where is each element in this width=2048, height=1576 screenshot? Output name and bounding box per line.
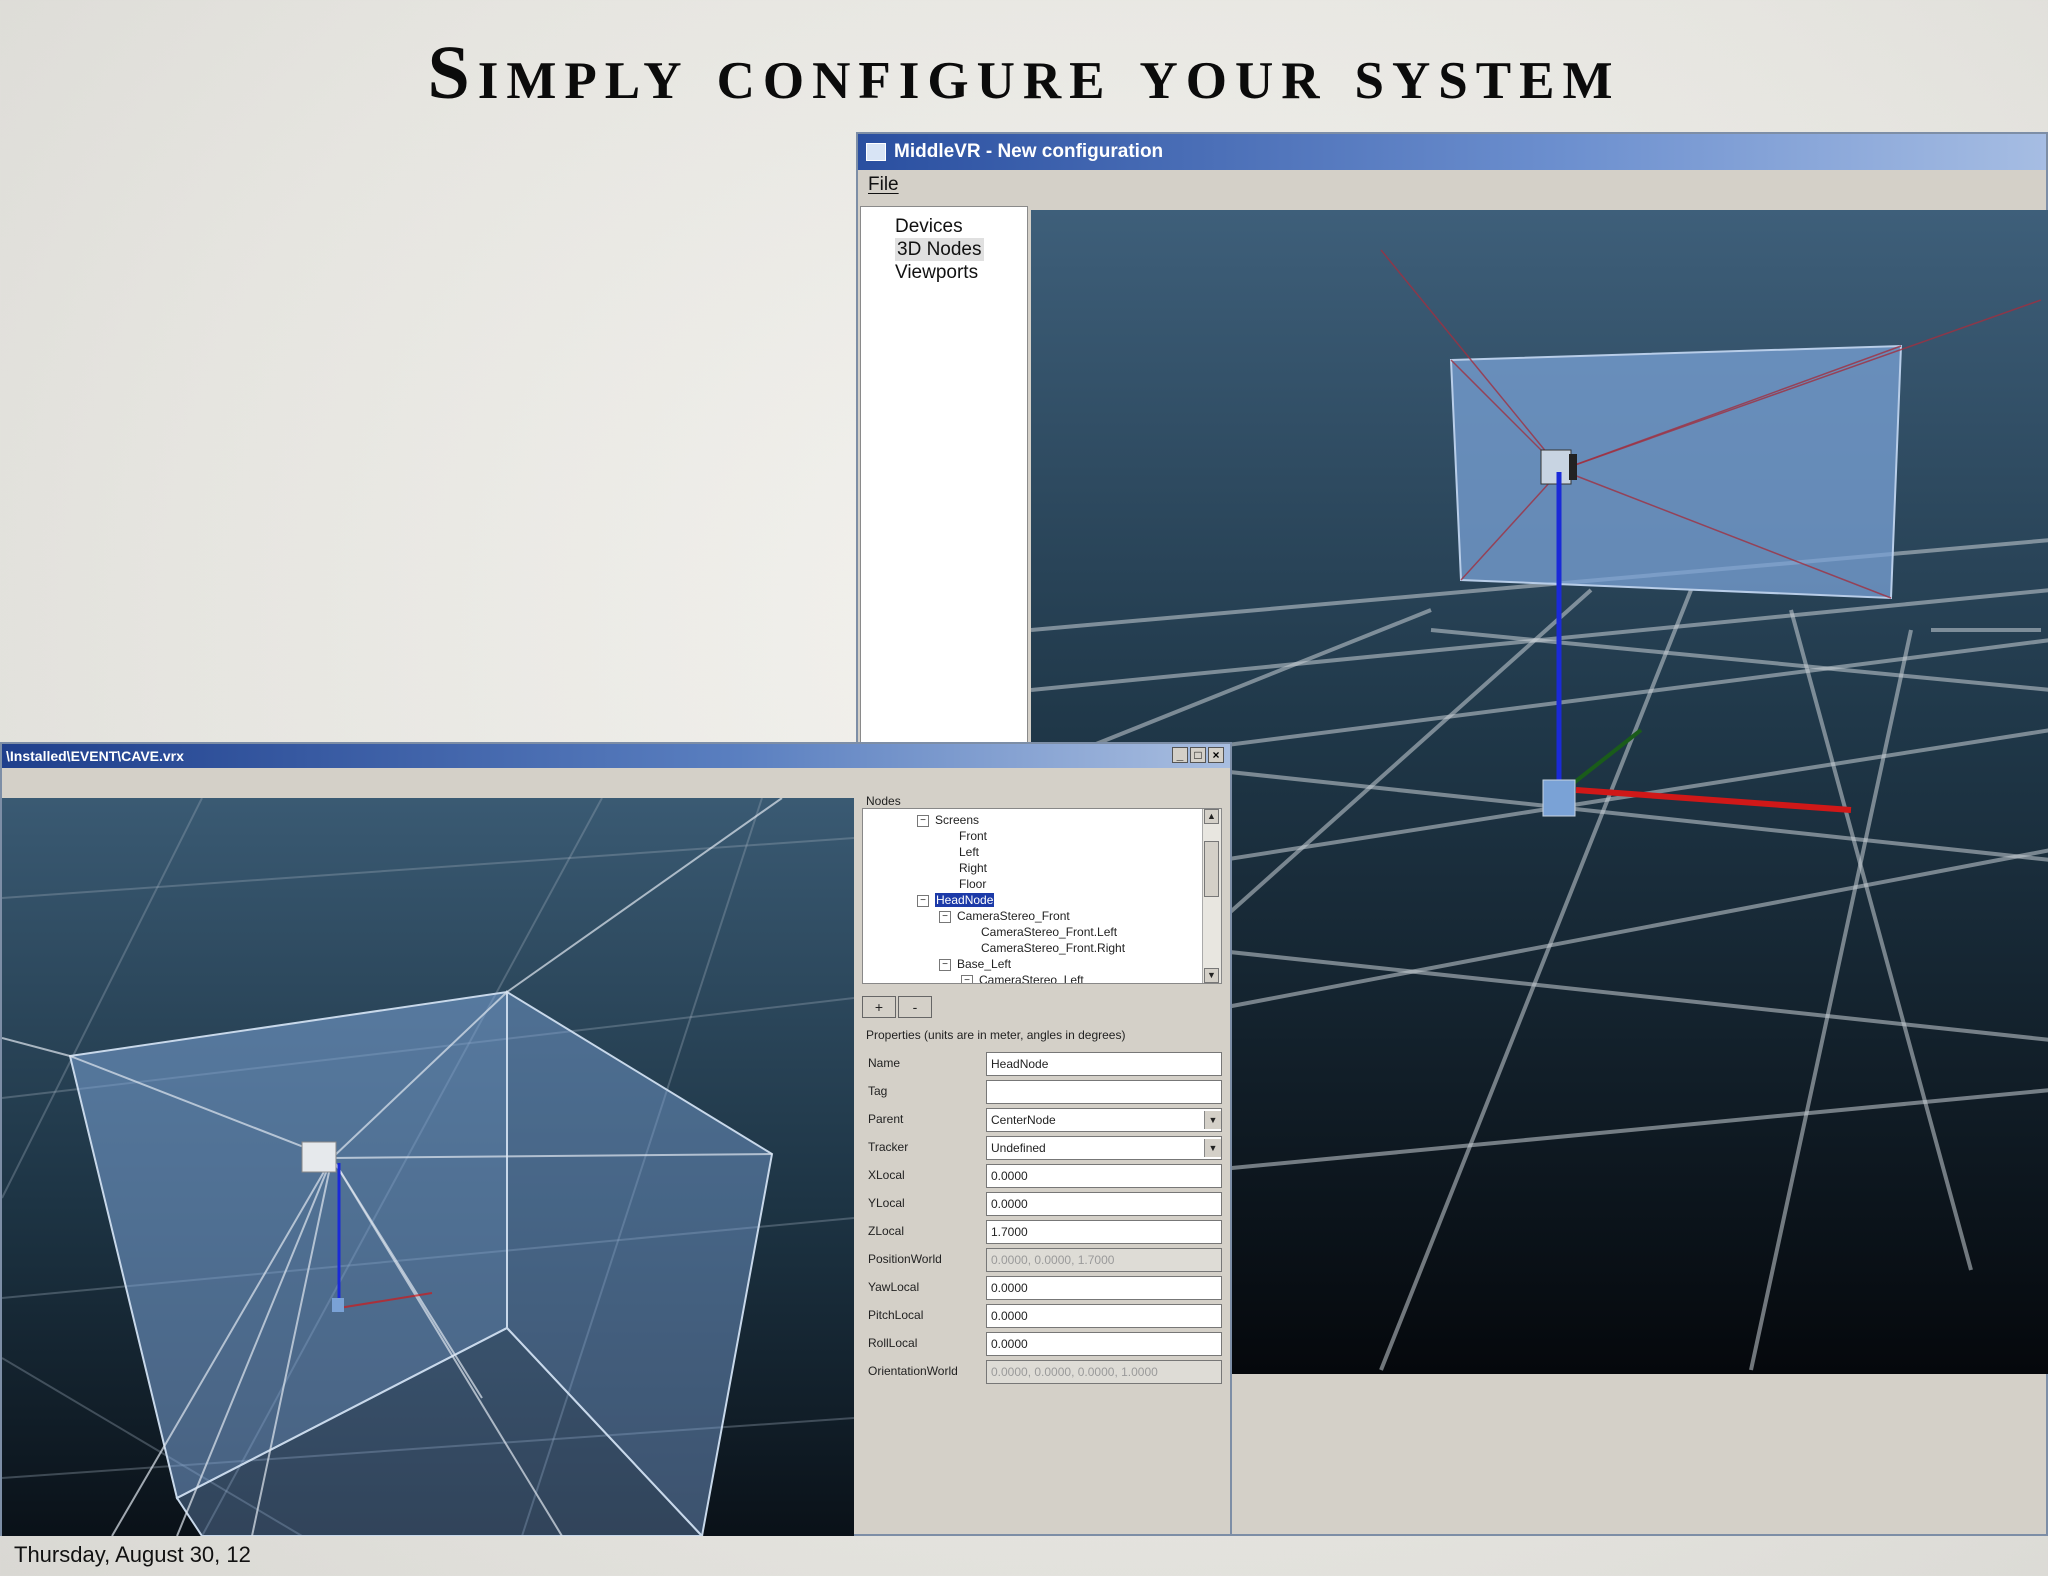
xlocal-field[interactable]: 0.0000 <box>986 1164 1222 1188</box>
scroll-up-icon[interactable]: ▲ <box>1204 809 1219 824</box>
dropdown-arrow-icon[interactable]: ▼ <box>1204 1139 1221 1157</box>
camera-cube <box>1540 449 1572 485</box>
cave-window: \Installed\EVENT\CAVE.vrx _ □ × <box>0 742 1232 1536</box>
menu-file[interactable]: File <box>868 174 899 195</box>
cave-3d-viewport[interactable] <box>2 798 854 1536</box>
cave-window-titlebar[interactable]: \Installed\EVENT\CAVE.vrx _ □ × <box>2 744 1230 768</box>
collapse-icon[interactable]: − <box>917 894 929 907</box>
tree-node-screens[interactable]: −Screens <box>917 813 979 828</box>
maximize-button[interactable]: □ <box>1190 747 1206 763</box>
collapse-icon[interactable]: − <box>939 958 951 971</box>
tree-node-camerastereo-left[interactable]: −CameraStereo_Left <box>961 973 1084 983</box>
prop-row-tag: Tag <box>860 1078 1226 1106</box>
zlocal-field[interactable]: 1.7000 <box>986 1220 1222 1244</box>
scroll-thumb[interactable] <box>1204 841 1219 897</box>
pitchlocal-field[interactable]: 0.0000 <box>986 1304 1222 1328</box>
menu-bar: File <box>858 170 2046 200</box>
screen-plane <box>1449 344 1903 600</box>
node-tree[interactable]: −Screens Front Left Right Floor −HeadNod… <box>862 808 1222 984</box>
tree-node-floor[interactable]: Floor <box>959 877 987 891</box>
tree-scrollbar[interactable]: ▲ ▼ <box>1202 809 1221 983</box>
parent-select[interactable]: CenterNode▼ <box>986 1108 1222 1132</box>
slide-title: Simply configure your system <box>427 31 1621 115</box>
ylocal-field[interactable]: 0.0000 <box>986 1192 1222 1216</box>
main-window-titlebar[interactable]: MiddleVR - New configuration <box>858 134 2046 170</box>
nav-item-3d-nodes[interactable]: 3D Nodes <box>895 238 984 261</box>
nodes-group-label: Nodes <box>866 794 901 808</box>
head-node-cube <box>1542 779 1576 817</box>
close-button[interactable]: × <box>1208 747 1224 763</box>
footer-date: Thursday, August 30, 12 <box>14 1542 251 1567</box>
add-node-button[interactable]: + <box>862 996 896 1018</box>
tag-field[interactable] <box>986 1080 1222 1104</box>
tree-node-right[interactable]: Right <box>959 861 988 875</box>
tracker-select[interactable]: Undefined▼ <box>986 1136 1222 1160</box>
yawlocal-field[interactable]: 0.0000 <box>986 1276 1222 1300</box>
remove-node-button[interactable]: - <box>898 996 932 1018</box>
dropdown-arrow-icon[interactable]: ▼ <box>1204 1111 1221 1129</box>
axis-y-line <box>1569 728 1643 787</box>
nav-item-devices[interactable]: Devices <box>895 216 963 237</box>
orientationworld-field: 0.0000, 0.0000, 0.0000, 1.0000 <box>986 1360 1222 1384</box>
tree-node-camerastereo-front-right[interactable]: CameraStereo_Front.Right <box>981 941 1126 955</box>
positionworld-field: 0.0000, 0.0000, 1.7000 <box>986 1248 1222 1272</box>
tree-node-base-left[interactable]: −Base_Left <box>939 957 1011 972</box>
scroll-down-icon[interactable]: ▼ <box>1204 968 1219 983</box>
cave-window-title: \Installed\EVENT\CAVE.vrx <box>6 748 184 764</box>
rolllocal-field[interactable]: 0.0000 <box>986 1332 1222 1356</box>
tree-node-headnode[interactable]: −HeadNode <box>917 893 995 908</box>
collapse-icon[interactable]: − <box>917 814 929 827</box>
tree-node-front[interactable]: Front <box>959 829 988 843</box>
properties-panel: Nodes −Screens Front Left Right Floor −H… <box>856 770 1232 1536</box>
app-icon <box>866 143 886 161</box>
minimize-button[interactable]: _ <box>1172 747 1188 763</box>
tree-node-left[interactable]: Left <box>959 845 980 859</box>
tree-node-camerastereo-front-left[interactable]: CameraStereo_Front.Left <box>981 925 1118 939</box>
tree-node-camerastereo-front[interactable]: −CameraStereo_Front <box>939 909 1070 924</box>
main-window-title: MiddleVR - New configuration <box>894 141 1164 162</box>
name-field[interactable]: HeadNode <box>986 1052 1222 1076</box>
collapse-icon[interactable]: − <box>939 910 951 923</box>
axis-x-line <box>1575 787 1852 813</box>
nav-item-viewports[interactable]: Viewports <box>895 262 979 283</box>
properties-group-label: Properties (units are in meter, angles i… <box>866 1028 1126 1042</box>
collapse-icon[interactable]: − <box>961 974 973 983</box>
